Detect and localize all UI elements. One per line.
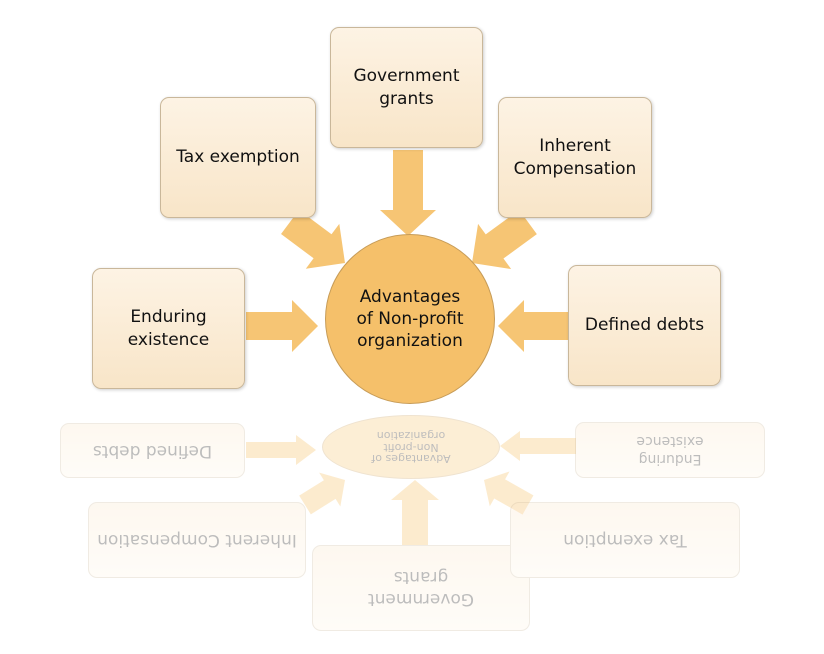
label: Enduring existence <box>127 307 210 350</box>
box-inherent-compensation: Inherent Compensation <box>498 97 652 218</box>
reflection-government-grants: Government grants <box>312 545 530 631</box>
center-label: Advantages of Non-profit organization <box>371 429 451 466</box>
center-label: Advantages of Non-profit organization <box>356 286 464 352</box>
label: Inherent Compensation <box>513 136 637 179</box>
arrow-tax-exemption <box>281 209 345 269</box>
label: Enduring existence <box>636 433 704 468</box>
arrow-defined-debts <box>498 300 568 352</box>
center-circle: Advantages of Non-profit organization <box>325 234 495 404</box>
box-defined-debts: Defined debts <box>568 265 721 386</box>
box-government-grants: Government grants <box>330 27 483 148</box>
box-tax-exemption: Tax exemption <box>160 97 316 218</box>
label: Defined debts <box>584 315 705 336</box>
label: Inherent Compensation <box>97 530 297 551</box>
reflection-center-circle: Advantages of Non-profit organization <box>322 415 500 479</box>
label: Government grants <box>367 567 475 610</box>
reflection-defined-debts: Defined debts <box>60 423 245 478</box>
arrow-inherent-compensation <box>472 209 537 270</box>
reflection-arrow-defined-debts <box>246 435 316 465</box>
reflection-enduring-existence: Enduring existence <box>575 422 765 478</box>
label: Tax exemption <box>563 530 687 551</box>
reflection-tax-exemption: Tax exemption <box>510 502 740 578</box>
reflection-arrow-government-grants <box>391 480 439 545</box>
box-enduring-existence: Enduring existence <box>92 268 245 389</box>
reflection-arrow-tax-exemption <box>484 471 534 515</box>
reflection-arrow-inherent-compensation <box>299 472 345 515</box>
label: Government grants <box>353 66 460 109</box>
reflection-inherent-compensation: Inherent Compensation <box>88 502 306 578</box>
arrow-enduring-existence <box>246 300 318 352</box>
arrow-government-grants <box>380 150 436 236</box>
label: Tax exemption <box>176 147 300 168</box>
label: Defined debts <box>92 440 213 461</box>
reflection-arrow-enduring-existence <box>500 431 576 461</box>
